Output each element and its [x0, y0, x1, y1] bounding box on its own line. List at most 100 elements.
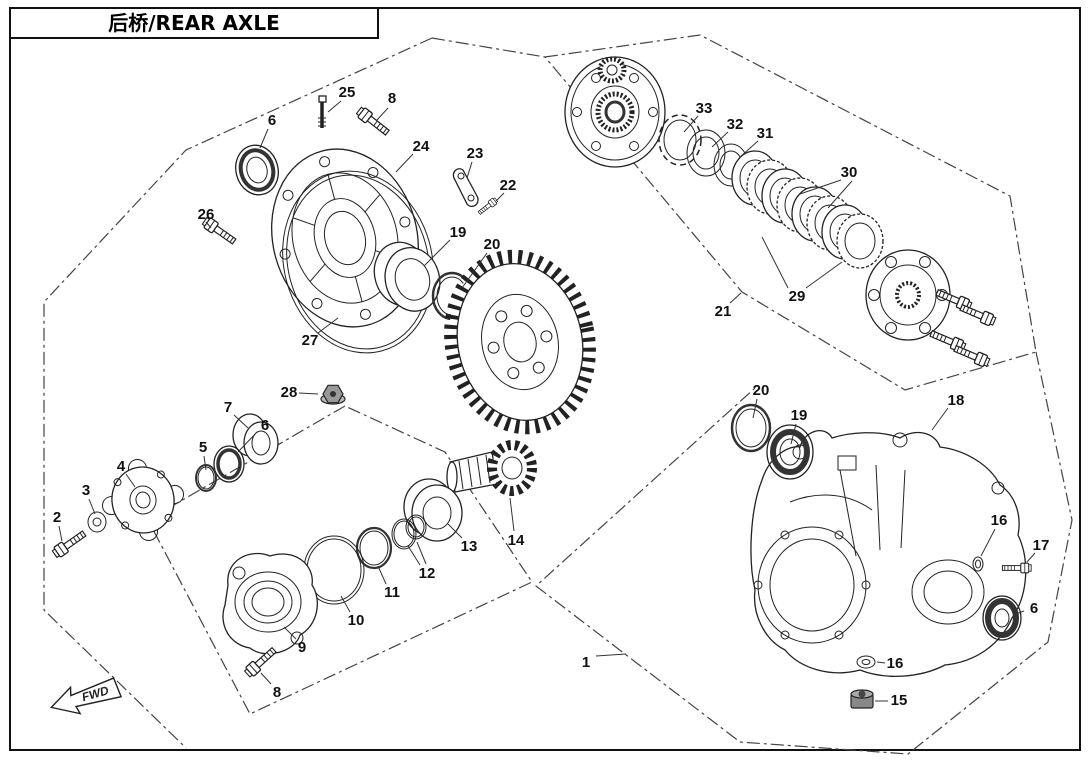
- part-7-bearing-drawing: [232, 413, 279, 465]
- callout-number: 4: [117, 458, 126, 475]
- callout-number: 15: [891, 692, 908, 709]
- callout-number: 29: [789, 288, 806, 305]
- callout-number: 8: [388, 90, 396, 107]
- part-2-bolt-drawing: [50, 527, 89, 560]
- callout-25: 25: [327, 84, 355, 113]
- callout-17: 17: [1026, 537, 1050, 563]
- callout-number: 32: [727, 116, 744, 133]
- callout-2: 2: [53, 509, 63, 542]
- callout-number: 2: [53, 509, 61, 526]
- callout-19: 19: [423, 224, 467, 267]
- callout-number: 12: [419, 565, 436, 582]
- callout-number: 3: [82, 482, 90, 499]
- callout-3: 3: [82, 482, 96, 515]
- callout-32: 32: [711, 116, 744, 148]
- part-14-pinion-gear-drawing: [446, 440, 537, 496]
- callout-9: 9: [283, 626, 306, 656]
- callout-20: 20: [461, 236, 501, 289]
- callout-19: 19: [790, 407, 808, 445]
- callout-23: 23: [466, 145, 484, 179]
- diagram-border: [9, 7, 1081, 751]
- part-16-washer-side-drawing: [972, 556, 984, 572]
- part-9-bearing-carrier-drawing: [222, 552, 318, 655]
- title-box: [9, 7, 379, 39]
- part-30-29-clutch-plates-drawing: [731, 150, 884, 269]
- callout-15: 15: [875, 692, 907, 709]
- callout-number: 33: [696, 100, 713, 117]
- callout-number: 10: [348, 612, 365, 629]
- callout-16: 16: [980, 512, 1008, 557]
- callout-1: 1: [582, 653, 627, 671]
- callout-number: 14: [508, 532, 525, 549]
- callout-number: 16: [991, 512, 1008, 529]
- callout-number: 20: [753, 382, 770, 399]
- callout-7: 7: [224, 399, 249, 429]
- callout-number: 17: [1033, 537, 1050, 554]
- callout-number: 16: [887, 655, 904, 672]
- part-25-stud-drawing: [318, 95, 327, 128]
- callout-number: 30: [841, 164, 858, 181]
- callout-number: 6: [261, 417, 269, 434]
- callout-number: 21: [715, 303, 732, 320]
- callout-6: 6: [237, 417, 269, 453]
- part-28-nut-drawing: [320, 384, 346, 405]
- callout-8: 8: [260, 672, 281, 701]
- callout-number: 24: [413, 138, 430, 155]
- callout-number: 19: [791, 407, 808, 424]
- callout-5: 5: [199, 439, 207, 471]
- part-6-seal-shaft-drawing: [213, 445, 245, 483]
- callout-30: 30: [799, 164, 858, 209]
- part-33-lock-ring-drawing: [658, 114, 702, 166]
- callout-number: 11: [384, 584, 400, 601]
- page-title: 后桥/REAR AXLE: [108, 11, 280, 35]
- part-ring-gear-drawing: [444, 249, 596, 435]
- callout-number: 20: [484, 236, 501, 253]
- part-18-gearcase-housing-drawing: [750, 430, 1027, 677]
- callout-28: 28: [281, 384, 319, 401]
- callout-22: 22: [495, 177, 516, 202]
- callout-20: 20: [752, 382, 770, 419]
- group-boundaries: [43, 34, 1073, 755]
- part-4-flange-hub-drawing: [101, 458, 185, 542]
- part-20-oring-housing-drawing: [730, 403, 772, 453]
- part-32-spring-disc-drawing: [686, 129, 726, 177]
- callout-12: 12: [407, 541, 436, 582]
- callout-4: 4: [117, 458, 136, 488]
- callout-18: 18: [931, 392, 965, 431]
- part-22-screw-drawing: [476, 196, 499, 217]
- callout-number: 18: [948, 392, 965, 409]
- callout-number: 13: [461, 538, 478, 555]
- callout-11: 11: [377, 565, 400, 601]
- callout-10: 10: [340, 595, 365, 629]
- callout-31: 31: [739, 125, 773, 158]
- part-6-seal-front-drawing: [235, 144, 279, 196]
- callout-26: 26: [198, 206, 214, 229]
- part-12-shims-drawing: [391, 514, 427, 550]
- callout-number: 19: [450, 224, 467, 241]
- callout-14: 14: [508, 497, 525, 549]
- part-6-seal-housing-drawing: [982, 595, 1022, 641]
- callout-number: 23: [467, 145, 484, 162]
- part-24-bearing-cover-drawing: [271, 148, 419, 328]
- callout-number: 8: [273, 684, 281, 701]
- callout-21: 21: [715, 292, 742, 320]
- callout-number: 6: [1030, 600, 1038, 617]
- callout-6: 6: [1012, 600, 1038, 617]
- callout-6: 6: [259, 112, 276, 149]
- callout-24: 24: [395, 138, 430, 173]
- callout-8: 8: [376, 90, 396, 121]
- callout-number: 27: [302, 332, 319, 349]
- callout-27: 27: [302, 317, 339, 349]
- fwd-arrow: FWD: [49, 677, 123, 715]
- part-diff-drum-drawing: [564, 56, 666, 168]
- part-3-washer-drawing: [87, 511, 107, 533]
- callout-13: 13: [447, 523, 478, 555]
- part-19-seal-housing-drawing: [766, 424, 814, 480]
- callout-number: 5: [199, 439, 207, 456]
- part-23-bracket-drawing: [452, 168, 479, 208]
- callout-33: 33: [683, 100, 713, 133]
- diff-bolt-drawing: [958, 301, 998, 328]
